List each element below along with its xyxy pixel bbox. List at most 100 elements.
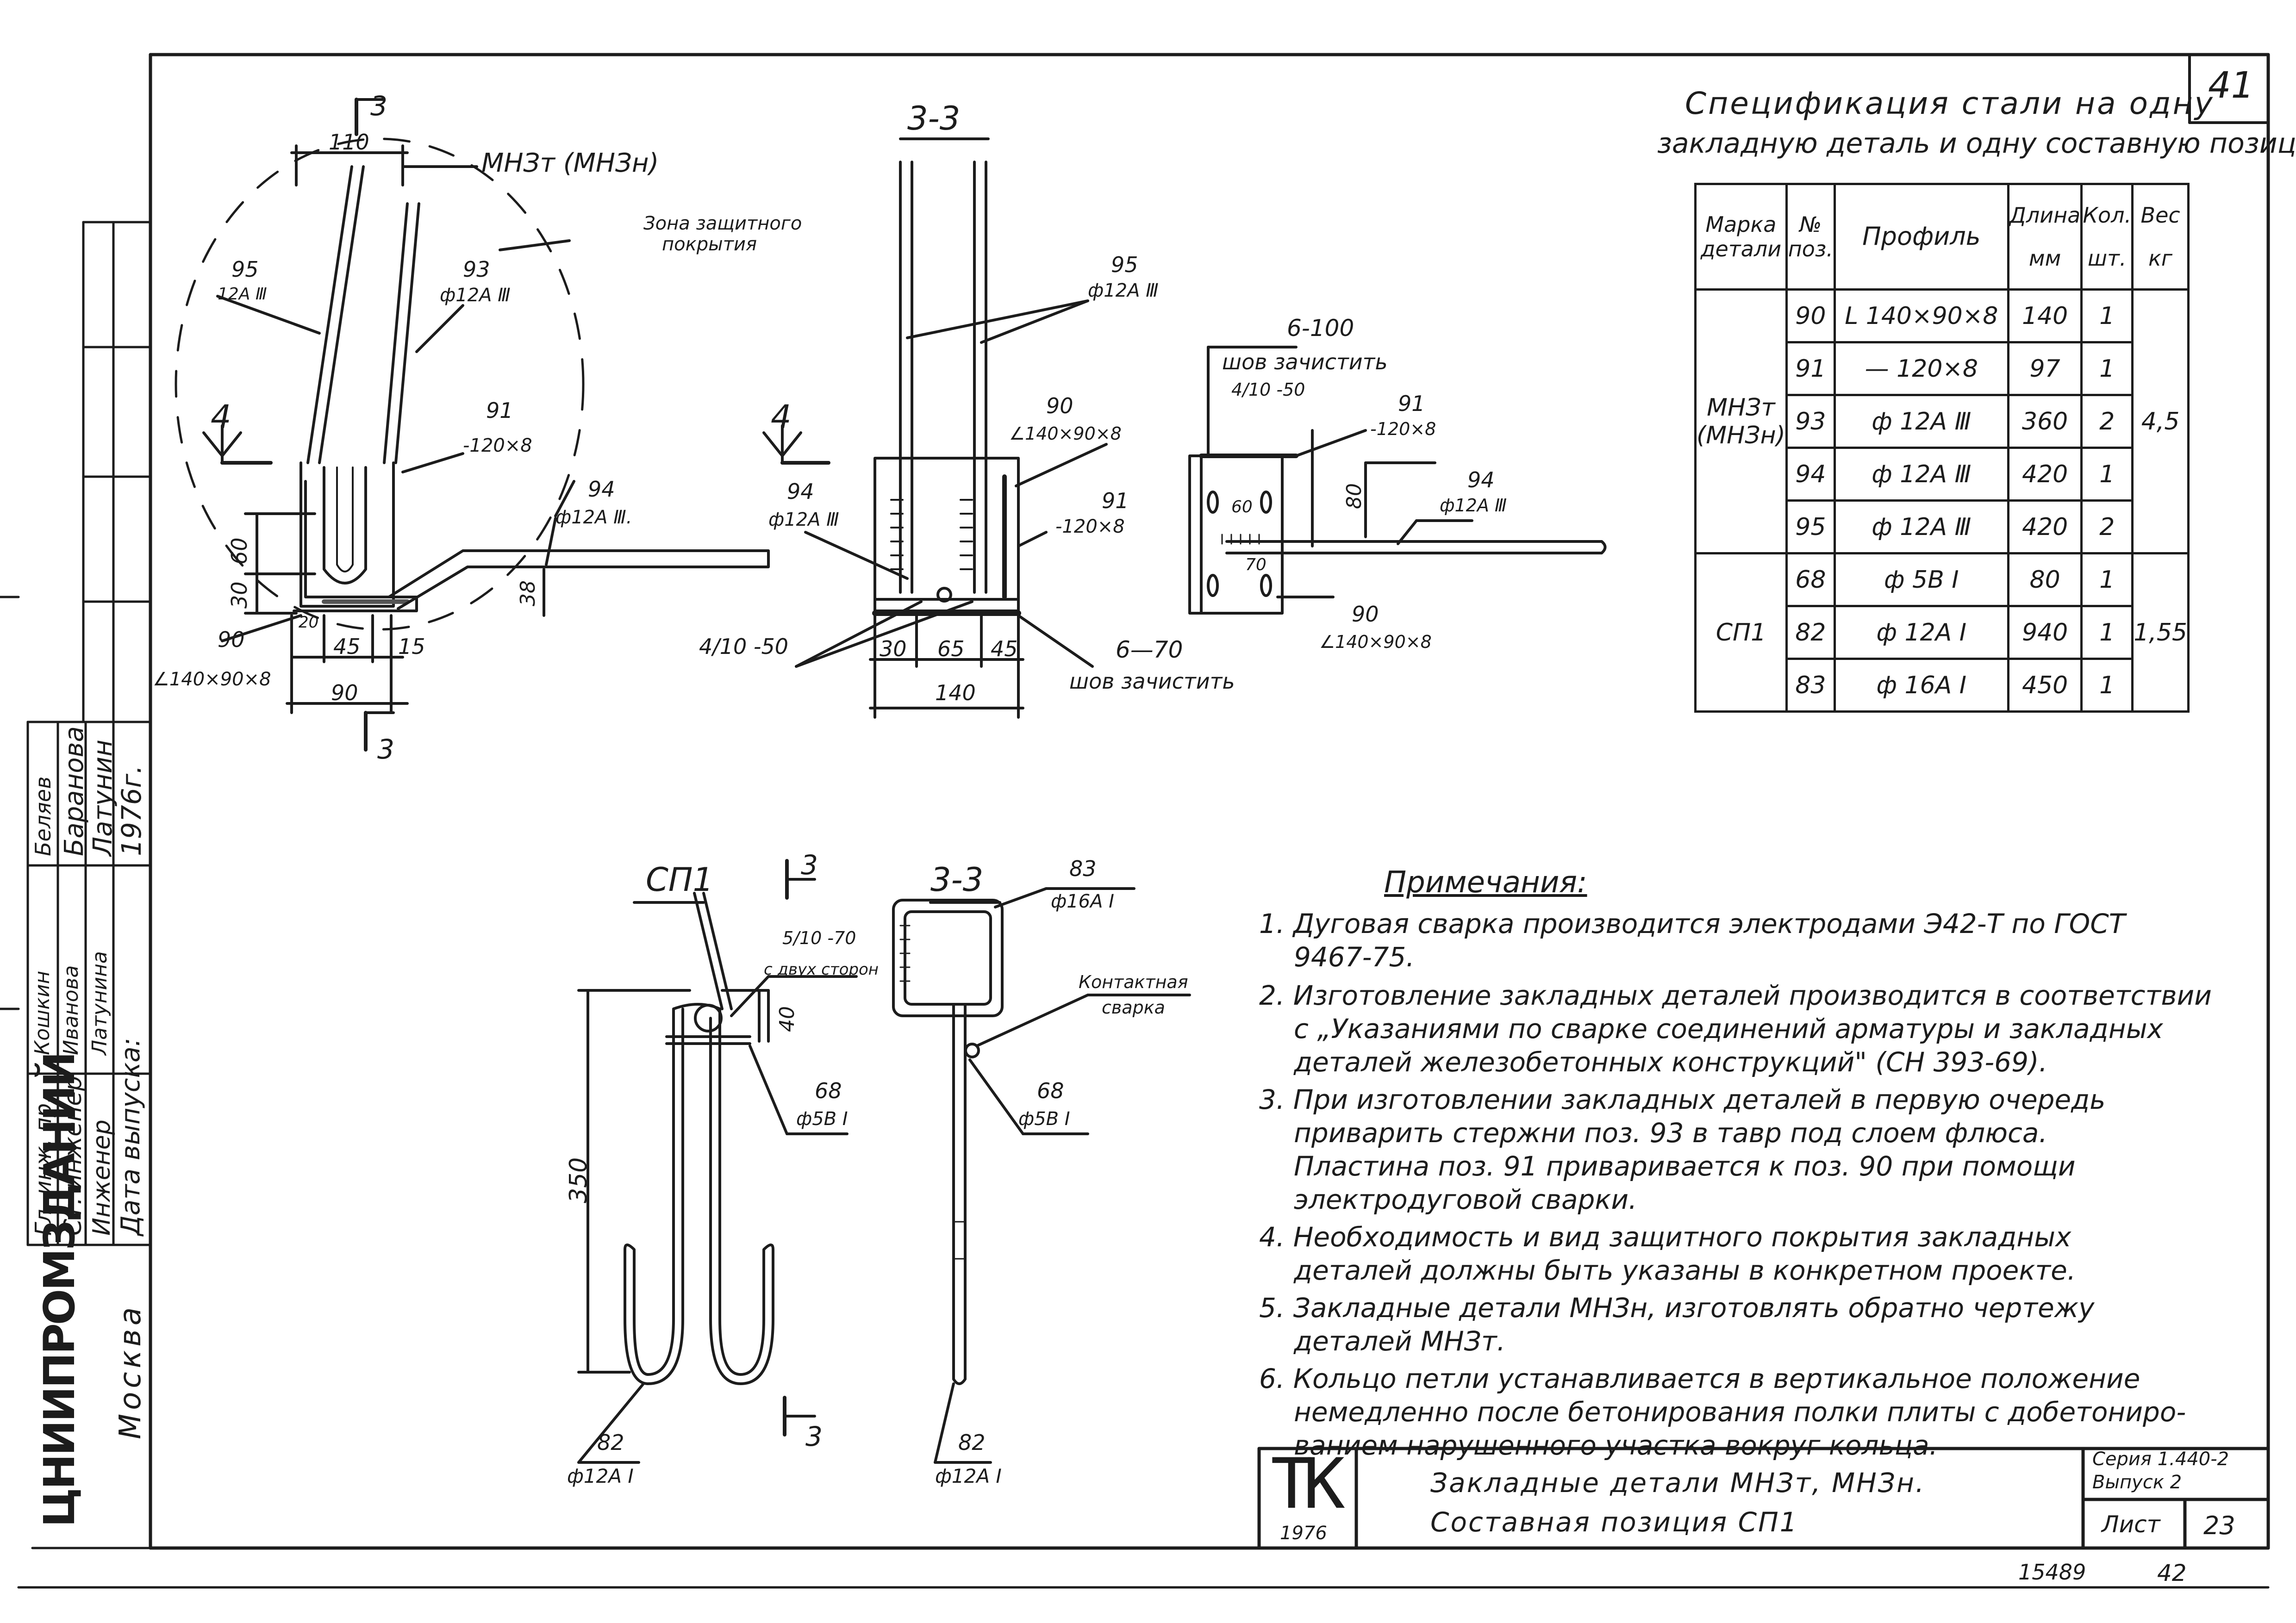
dim-60: 60 (227, 537, 252, 565)
header-qty: Кол. шт. (2080, 183, 2134, 291)
sp1-dim-40: 40 (775, 1006, 799, 1032)
section-label-94-profile: ф12А Ⅲ (768, 509, 839, 530)
qty-cell: 1 (2080, 288, 2134, 343)
length-cell: 140 (2007, 288, 2083, 343)
sp1-section-label-82: 82 (958, 1430, 986, 1455)
qty-cell: 1 (2080, 447, 2134, 502)
sp1-label-82: 82 (597, 1430, 624, 1455)
side-stamp-role: Инженер (88, 1119, 116, 1236)
note-line: немедленно после бетонирования полки пли… (1294, 1396, 2186, 1428)
header-qty-unit: шт. (2088, 245, 2127, 271)
mark-line: (МНЗн) (1697, 421, 1785, 449)
dim-90: 90 (331, 680, 358, 705)
stamp-issue: Выпуск 2 (2092, 1472, 2182, 1493)
note-line: электродуговой сварки. (1294, 1184, 1637, 1215)
section-dim-45: 45 (991, 636, 1018, 661)
profile-cell: ф 5В Ⅰ (1833, 552, 2009, 607)
stamp-title-line1: Закладные детали МНЗт, МНЗн. (1430, 1467, 1926, 1499)
main-section-mark-bottom: 3 (377, 734, 394, 765)
view4-label-90: 90 (1352, 602, 1379, 627)
table-row: 95 ф 12А Ⅲ 420 2 (1696, 499, 2189, 554)
profile-cell: ф 12А Ⅲ (1833, 394, 2009, 449)
sp1-section-label-83-profile: ф16А Ⅰ (1051, 891, 1114, 912)
label-93-profile: ф12А Ⅲ (440, 285, 511, 306)
stamp-title-line2: Составная позиция СП1 (1430, 1506, 1798, 1538)
side-stamp-name: Латунин (88, 740, 118, 856)
label-95-profile: 12А Ⅲ (218, 285, 267, 304)
pos-cell: 93 (1785, 394, 1836, 449)
side-stamp-role: Ст. инженер (59, 1076, 87, 1236)
pos-cell: 68 (1785, 552, 1836, 607)
spec-header-row: Марка детали № поз. Профиль Длина мм Кол… (1694, 183, 2190, 291)
section-label-95-profile: ф12А Ⅲ (1088, 280, 1159, 301)
side-stamp-role: Гл. инж. пр. (31, 1096, 56, 1236)
view4-label-94-profile: ф12А Ⅲ (1440, 495, 1507, 516)
section-view-arrow-4: 4 (771, 398, 792, 436)
side-stamp-role: Дата выпуска: (116, 1038, 146, 1236)
pos-cell: 91 (1785, 341, 1836, 396)
stamp-logo: ТК (1271, 1444, 1345, 1524)
pos-cell: 83 (1785, 658, 1836, 713)
header-pos: № поз. (1785, 183, 1836, 291)
table-row: 93 ф 12А Ⅲ 360 2 (1696, 394, 2189, 449)
bottom-number-left: 15489 (2018, 1560, 2086, 1585)
profile-cell: ф 12А Ⅰ (1833, 605, 2009, 660)
zone-label-line1: Зона защитного (643, 213, 802, 234)
contact-weld-line1: Контактная (1079, 972, 1188, 992)
mark-line: СП1 (1716, 618, 1766, 647)
section-weld2: 6—70 (1116, 636, 1183, 663)
sp1-weld: 5/10 -70 (782, 928, 856, 948)
section-label-90-profile: ∠140×90×8 (1009, 423, 1122, 444)
note-line: деталей должны быть указаны в конкретном… (1294, 1255, 2076, 1286)
qty-cell: 1 (2080, 552, 2134, 607)
note-line: деталей железобетонных конструкций" (СН … (1294, 1046, 2048, 1078)
section-dim-65: 65 (937, 636, 965, 661)
length-cell: 940 (2007, 605, 2083, 660)
section-label-90: 90 (1046, 393, 1073, 418)
table-row: СП1 68 ф 5В Ⅰ 80 1 1,55 (1694, 552, 2190, 713)
sp1-section-mark-bottom: 3 (805, 1421, 823, 1452)
header-qty-label: Кол. (2083, 202, 2132, 228)
dim-38: 38 (516, 580, 540, 606)
pos-cell: 82 (1785, 605, 1836, 660)
header-weight-unit: кг (2148, 245, 2173, 271)
section-label-91-profile: -120×8 (1055, 516, 1125, 537)
sp1-section-label-82-profile: ф12А Ⅰ (935, 1465, 1002, 1487)
label-95: 95 (231, 257, 259, 282)
section-label-95: 95 (1111, 252, 1138, 277)
side-stamp-sign: Иванова (59, 965, 83, 1055)
title-block (1257, 1447, 2270, 1550)
profile-cell: ф 16А Ⅰ (1833, 658, 2009, 713)
main-section-mark: 3 (370, 90, 387, 122)
sp1-section-view (892, 887, 1191, 1464)
view-4 (1188, 346, 1607, 615)
zone-label-line2: покрытия (662, 234, 757, 255)
spec-table: Марка детали № поз. Профиль Длина мм Кол… (1694, 183, 2190, 713)
sp1-section-title: 3-3 (930, 861, 984, 899)
header-length-unit: мм (2028, 245, 2061, 271)
sp1-weld-note: с двух сторон (764, 960, 879, 979)
section-weld2-note: шов зачистить (1069, 669, 1235, 694)
dim-110: 110 (329, 130, 369, 155)
view4-label-90-profile: ∠140×90×8 (1319, 632, 1432, 652)
length-cell: 420 (2007, 447, 2083, 502)
view4-label-91: 91 (1398, 391, 1425, 416)
section-view (762, 137, 1108, 719)
view4-dim-70: 70 (1245, 555, 1267, 574)
dim-20: 20 (299, 613, 319, 632)
view4-dim-60: 60 (1231, 497, 1253, 516)
dim-15: 15 (398, 634, 425, 659)
note-line: приварить стержни поз. 93 в тавр под сло… (1294, 1117, 2047, 1149)
label-91: 91 (486, 398, 513, 423)
corner-sheet-number: 41 (2208, 65, 2254, 106)
main-view (175, 98, 770, 752)
mark-label-mnzt: МНЗт (МНЗн) (481, 148, 659, 178)
sp1-section-mark: 3 (801, 849, 818, 881)
label-94: 94 (588, 477, 615, 502)
sheet-frame (149, 53, 2270, 1550)
corner-number-box (2188, 53, 2270, 124)
sp1-dim-350: 350 (565, 1157, 593, 1203)
spec-title-line1: Спецификация стали на одну (1685, 86, 2215, 121)
section-label-94: 94 (787, 479, 814, 504)
